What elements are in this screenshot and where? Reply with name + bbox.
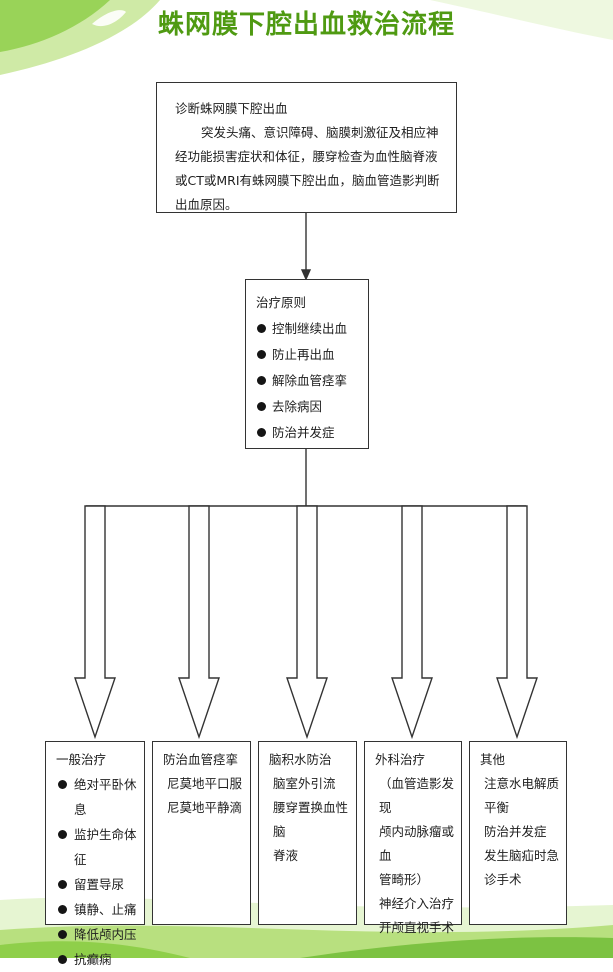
- branch-vasospasm-box: 防治血管痉挛 尼莫地平口服 尼莫地平静滴: [152, 741, 251, 925]
- principle-item: 防治并发症: [256, 420, 360, 446]
- branch-line: 开颅直视手术: [379, 920, 455, 935]
- branch-heading: 外科治疗: [375, 752, 426, 767]
- top-leaf-icon: [92, 10, 126, 27]
- branch-hydrocephalus-box: 脑积水防治 脑室外引流 腰穿置换血性脑 脊液: [258, 741, 357, 925]
- branch-line: 防治并发症: [484, 824, 547, 839]
- principle-item: 去除病因: [256, 394, 360, 420]
- branch-line: （血管造影发现: [379, 776, 455, 815]
- branch-heading: 防治血管痉挛: [163, 752, 239, 767]
- branch-item: 降低颅内压: [56, 922, 138, 947]
- branch-line: 脑室外引流: [273, 776, 336, 791]
- diagnosis-box: 诊断蛛网膜下腔出血 突发头痛、意识障碍、脑膜刺激征及相应神经功能损害症状和体征，…: [156, 82, 457, 213]
- branch-down-arrow: [391, 505, 433, 740]
- branch-item: 绝对平卧休息: [56, 772, 138, 822]
- branch-general-treatment-box: 一般治疗 绝对平卧休息 监护生命体征 留置导尿 镇静、止痛 降低颅内压 抗癫痫: [45, 741, 145, 967]
- branch-item: 留置导尿: [56, 872, 138, 897]
- treatment-principles-box: 治疗原则 控制继续出血 防止再出血 解除血管痉挛 去除病因 防治并发症: [245, 279, 369, 449]
- branch-line: 神经介入治疗: [379, 896, 455, 911]
- branch-line: 尼莫地平静滴: [167, 800, 243, 815]
- diagnosis-heading: 诊断蛛网膜下腔出血: [175, 101, 288, 116]
- general-treatment-list: 绝对平卧休息 监护生命体征 留置导尿 镇静、止痛 降低颅内压 抗癫痫: [56, 772, 138, 972]
- branch-line: 颅内动脉瘤或血: [379, 824, 455, 863]
- page-title: 蛛网膜下腔出血救治流程: [157, 10, 455, 40]
- branch-line: 管畸形）: [379, 872, 430, 887]
- top-left-wave-dark: [0, 0, 110, 52]
- top-right-wave: [430, 0, 613, 40]
- branch-heading: 一般治疗: [56, 752, 107, 767]
- branch-line: 诊手术: [484, 872, 522, 887]
- principle-item: 解除血管痉挛: [256, 368, 360, 394]
- branch-down-arrow: [178, 505, 220, 740]
- branch-line: 脊液: [273, 848, 299, 863]
- principle-item: 控制继续出血: [256, 316, 360, 342]
- branch-line: 腰穿置换血性脑: [273, 800, 349, 839]
- branch-line: 发生脑疝时急: [484, 848, 560, 863]
- branch-line: 平衡: [484, 800, 510, 815]
- bottom-wave-dark: [300, 937, 613, 958]
- principles-heading: 治疗原则: [256, 295, 307, 310]
- branch-item: 抗癫痫: [56, 947, 138, 972]
- branch-surgery-box: 外科治疗 （血管造影发现 颅内动脉瘤或血 管畸形） 神经介入治疗 开颅直视手术: [364, 741, 462, 935]
- principles-list: 控制继续出血 防止再出血 解除血管痉挛 去除病因 防治并发症: [256, 316, 360, 446]
- branch-item: 镇静、止痛: [56, 897, 138, 922]
- branch-item: 监护生命体征: [56, 822, 138, 872]
- branch-down-arrow: [74, 505, 116, 740]
- branch-line: 尼莫地平口服: [167, 776, 243, 791]
- branch-down-arrow: [286, 505, 328, 740]
- principle-item: 防止再出血: [256, 342, 360, 368]
- diag-to-principle-arrowhead: [300, 269, 312, 281]
- diagnosis-text: 突发头痛、意识障碍、脑膜刺激征及相应神经功能损害症状和体征，腰穿检查为血性脑脊液…: [175, 125, 440, 212]
- branch-line: 注意水电解质: [484, 776, 560, 791]
- bottom-left-wave: [0, 941, 190, 958]
- branch-other-box: 其他 注意水电解质 平衡 防治并发症 发生脑疝时急 诊手术: [469, 741, 567, 925]
- branch-heading: 脑积水防治: [269, 752, 332, 767]
- branch-down-arrow: [496, 505, 538, 740]
- branch-heading: 其他: [480, 752, 506, 767]
